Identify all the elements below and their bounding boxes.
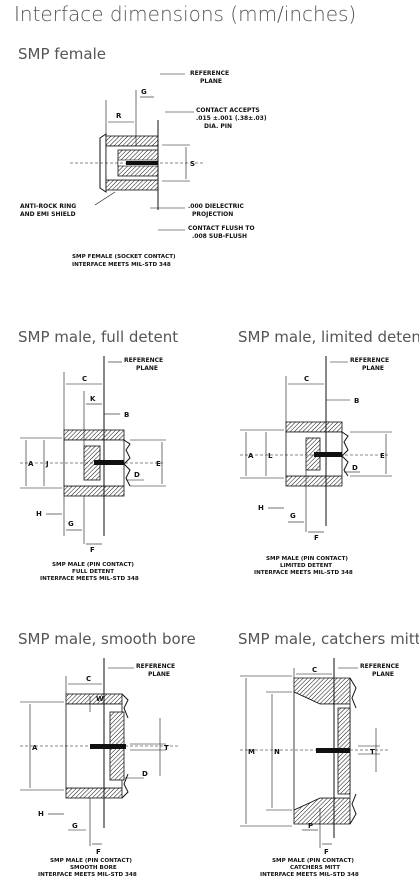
- catchers-letter-t: T: [370, 748, 375, 756]
- catchers-letter-m: M: [248, 748, 255, 756]
- catchers-caption-3: INTERFACE MEETS MIL-STD 348: [260, 872, 359, 878]
- female-body: [105, 135, 159, 147]
- smooth-caption-2: SMOOTH BORE: [70, 865, 117, 871]
- limited-letter-d: D: [352, 464, 358, 472]
- full-caption-2: FULL DETENT: [72, 569, 114, 575]
- diagram-smp-male-full-detent: REFERENCE PLANE C K B A J E D H G F SMP …: [20, 356, 166, 582]
- full-letter-f: F: [90, 546, 95, 554]
- label-reference: REFERENCE: [190, 70, 229, 77]
- limited-caption-2: LIMITED DETENT: [280, 563, 332, 569]
- full-letter-k: K: [90, 395, 96, 403]
- heading-smp-male-limited-detent: SMP male, limited detent: [238, 328, 419, 346]
- smooth-caption-1: SMP MALE (PIN CONTACT): [50, 858, 132, 864]
- label-plane: PLANE: [200, 78, 222, 85]
- smooth-letter-t: T: [164, 744, 169, 752]
- full-ref-2: PLANE: [136, 365, 158, 372]
- label-emi-shield: AND EMI SHIELD: [20, 211, 76, 218]
- limited-ref-2: PLANE: [362, 365, 384, 372]
- catchers-caption-1: SMP MALE (PIN CONTACT): [272, 858, 354, 864]
- label-dielectric: .000 DIELECTRIC: [188, 203, 244, 210]
- diagram-smp-male-catchers-mitt: REFERENCE PLANE C M N T P F SMP MALE (PI…: [240, 658, 399, 878]
- limited-letter-h: H: [258, 504, 264, 512]
- full-caption-1: SMP MALE (PIN CONTACT): [52, 562, 134, 568]
- limited-ref-1: REFERENCE: [350, 357, 389, 364]
- limited-letter-b: B: [354, 397, 359, 405]
- limited-letter-a: A: [248, 452, 254, 460]
- full-letter-d: D: [134, 471, 140, 479]
- full-letter-c: C: [82, 375, 87, 383]
- smooth-letter-w: W: [96, 695, 104, 703]
- page-title: Interface dimensions (mm/inches): [14, 2, 357, 26]
- heading-smp-male-smooth-bore: SMP male, smooth bore: [18, 630, 196, 648]
- label-contact-flush: CONTACT FLUSH TO: [188, 225, 255, 232]
- limited-letter-l: L: [268, 452, 273, 460]
- full-letter-j: J: [45, 460, 49, 468]
- diagram-smp-male-limited-detent: REFERENCE PLANE C B A L E D H G F SMP MA…: [240, 356, 392, 576]
- heading-smp-male-catchers-mitt: SMP male, catchers mitt: [238, 630, 419, 648]
- heading-smp-female: SMP female: [18, 45, 106, 63]
- full-letter-h: H: [36, 510, 42, 518]
- catchers-ref-2: PLANE: [372, 671, 394, 678]
- full-ref-1: REFERENCE: [124, 357, 163, 364]
- letter-s: S: [190, 160, 195, 168]
- full-caption-3: INTERFACE MEETS MIL-STD 348: [40, 576, 139, 582]
- limited-caption-1: SMP MALE (PIN CONTACT): [266, 556, 348, 562]
- limited-letter-e: E: [380, 452, 385, 460]
- heading-smp-male-full-detent: SMP male, full detent: [18, 328, 179, 346]
- smooth-letter-h: H: [38, 810, 44, 818]
- smooth-letter-c: C: [86, 675, 91, 683]
- smooth-letter-d: D: [142, 770, 148, 778]
- full-letter-g: G: [68, 520, 74, 528]
- catchers-letter-c: C: [312, 666, 317, 674]
- diagram-smp-male-smooth-bore: REFERENCE PLANE C W A T D H G F SMP MALE…: [20, 658, 180, 878]
- limited-letter-c: C: [304, 375, 309, 383]
- catchers-letter-f: F: [324, 848, 329, 856]
- label-contact-accepts: CONTACT ACCEPTS: [196, 107, 260, 114]
- limited-letter-f: F: [314, 534, 319, 542]
- catchers-ref-1: REFERENCE: [360, 663, 399, 670]
- full-letter-e: E: [156, 460, 161, 468]
- caption-female-1: SMP FEMALE (SOCKET CONTACT): [72, 254, 176, 260]
- limited-letter-g: G: [290, 512, 296, 520]
- diagram-smp-female: R G S REFERENCE PLANE CONTACT ACCEPTS .0…: [20, 70, 267, 268]
- letter-g: G: [141, 88, 147, 96]
- smooth-caption-3: INTERFACE MEETS MIL-STD 348: [38, 872, 137, 878]
- smooth-letter-f: F: [96, 848, 101, 856]
- full-letter-b: B: [124, 411, 129, 419]
- label-anti-rock: ANTI-ROCK RING: [20, 203, 76, 210]
- label-dia-pin: DIA. PIN: [204, 123, 232, 130]
- catchers-letter-p: P: [308, 822, 313, 830]
- smooth-letter-a: A: [32, 744, 38, 752]
- label-projection: PROJECTION: [192, 211, 233, 218]
- caption-female-2: INTERFACE MEETS MIL-STD 348: [72, 262, 171, 268]
- limited-caption-3: INTERFACE MEETS MIL-STD 348: [254, 570, 353, 576]
- letter-r: R: [116, 112, 122, 120]
- smooth-letter-g: G: [72, 822, 78, 830]
- smooth-ref-2: PLANE: [148, 671, 170, 678]
- smooth-ref-1: REFERENCE: [136, 663, 175, 670]
- full-letter-a: A: [28, 460, 34, 468]
- catchers-letter-n: N: [274, 748, 280, 756]
- label-sub-flush: .008 SUB-FLUSH: [192, 233, 247, 240]
- catchers-caption-2: CATCHERS MITT: [290, 865, 340, 871]
- label-pin-tolerance: .015 ±.001 (.38±.03): [196, 115, 267, 122]
